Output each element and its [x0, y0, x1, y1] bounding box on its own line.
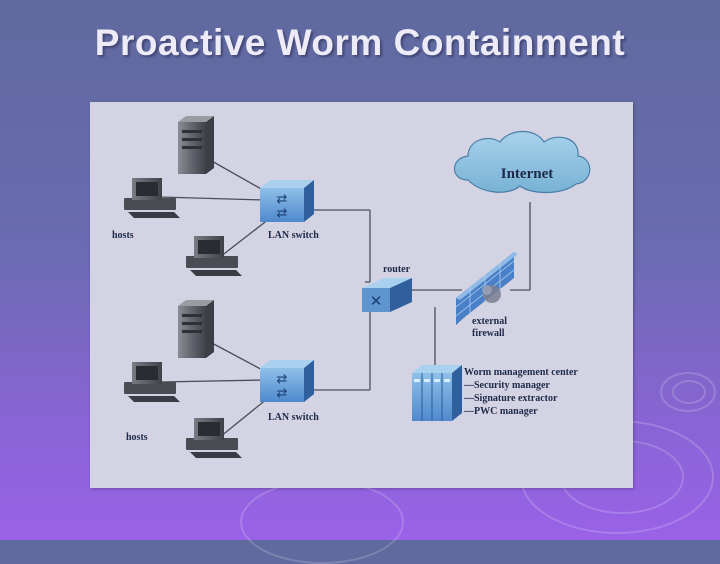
worm-center-title: Worm management center	[464, 367, 578, 378]
network-diagram: Internet	[90, 102, 633, 488]
worm-management-center-icon	[412, 365, 462, 421]
lan-switch-icon: ⇄ ⇄	[260, 360, 314, 402]
hosts-label: hosts	[112, 230, 134, 241]
ripple-decoration	[240, 480, 404, 564]
firewall-wall-icon	[455, 252, 518, 324]
desktop-computer-icon	[186, 418, 242, 458]
ripple-decoration	[660, 372, 716, 412]
desktop-computer-icon	[186, 236, 242, 276]
worm-center-item: —PWC manager	[463, 406, 538, 417]
server-icon	[178, 300, 214, 358]
slide-title: Proactive Worm Containment	[94, 22, 626, 63]
svg-text:✕: ✕	[370, 292, 383, 310]
firewall-label-line2: firewall	[472, 328, 505, 339]
desktop-computer-icon	[124, 362, 180, 402]
lan-switch-icon: ⇄ ⇄	[260, 180, 314, 222]
svg-text:⇄: ⇄	[277, 206, 288, 221]
svg-text:⇄: ⇄	[277, 386, 288, 401]
ripple-decoration	[672, 380, 706, 404]
router-icon: ✕	[362, 278, 412, 312]
server-icon	[178, 116, 214, 174]
lan-switch-label: LAN switch	[268, 412, 319, 423]
worm-center-item: —Security manager	[463, 380, 550, 391]
svg-text:⇄: ⇄	[277, 372, 288, 387]
lan-switch-label: LAN switch	[268, 230, 319, 241]
hosts-label: hosts	[126, 432, 148, 443]
worm-center-item: —Signature extractor	[463, 393, 558, 404]
firewall-label-line1: external	[472, 316, 507, 327]
internet-label: Internet	[501, 166, 554, 182]
internet-cloud	[453, 130, 591, 194]
desktop-computer-icon	[124, 178, 180, 218]
router-label: router	[383, 264, 411, 275]
svg-text:⇄: ⇄	[277, 192, 288, 207]
